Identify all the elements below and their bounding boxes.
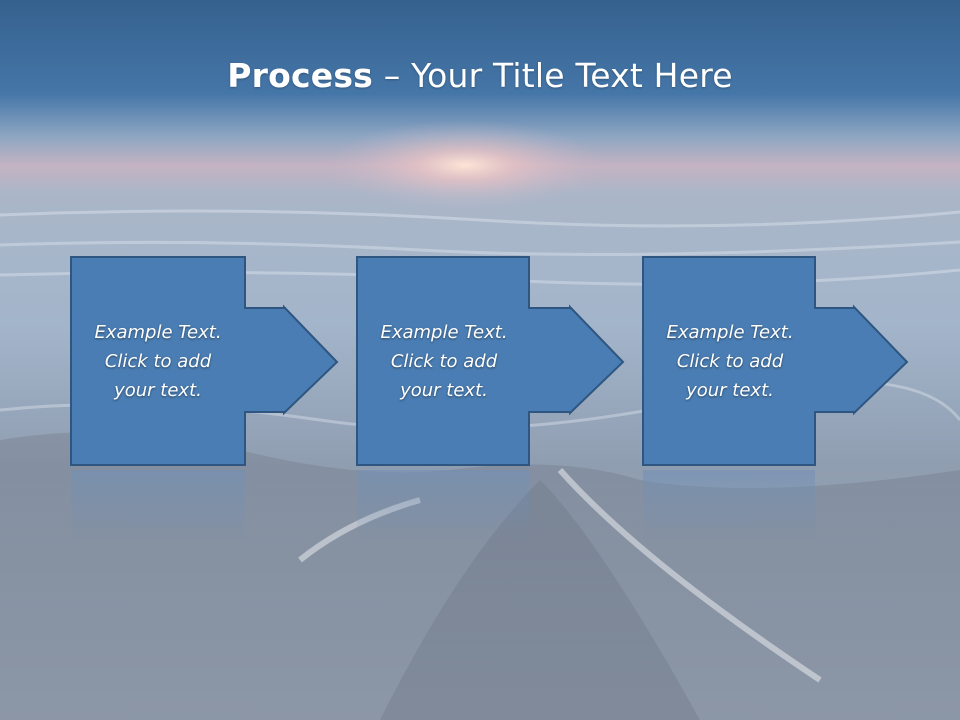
step-2-arrow-shape	[356, 256, 625, 466]
step-1-text[interactable]: Example Text. Click to add your text.	[94, 321, 222, 401]
slide-title[interactable]: Process – Your Title Text Here	[227, 56, 733, 95]
process-step-1[interactable]: Example Text. Click to add your text.	[70, 256, 339, 468]
step-3-text[interactable]: Example Text. Click to add your text.	[666, 321, 794, 401]
step-2-text[interactable]: Example Text. Click to add your text.	[380, 321, 508, 401]
process-step-3[interactable]: Example Text. Click to add your text.	[642, 256, 909, 468]
step-2-reflection	[357, 470, 529, 540]
title-bar: Process – Your Title Text Here	[0, 0, 960, 150]
step-1-reflection	[71, 470, 245, 540]
step-3-reflection	[643, 470, 815, 540]
title-rest-part: – Your Title Text Here	[373, 56, 733, 95]
step-3-arrow-shape	[642, 256, 909, 466]
title-bold-part: Process	[227, 56, 374, 95]
step-1-arrow-shape	[70, 256, 339, 466]
process-step-2[interactable]: Example Text. Click to add your text.	[356, 256, 625, 468]
